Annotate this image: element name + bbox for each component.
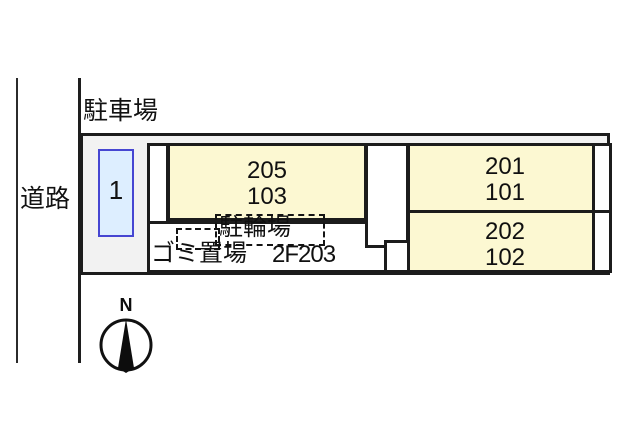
compass-needle-icon [99, 318, 153, 373]
compass-north-label: N [119, 295, 133, 315]
unit-102-label: 102 [484, 244, 526, 271]
courtyard-notch [365, 143, 409, 248]
unit-block-201-101[interactable]: 201 101 [407, 143, 603, 213]
site-boundary-line [78, 78, 81, 363]
balcony-strip-upper-right [592, 143, 612, 213]
bicycle-parking-box[interactable] [215, 214, 325, 246]
parking-lot-label: 駐車場 [83, 97, 159, 125]
unit-202-label: 202 [484, 218, 526, 245]
parking-stall-1-number: 1 [108, 175, 124, 205]
unit-block-202-102[interactable]: 202 102 [407, 210, 603, 273]
balcony-strip-lower-right [592, 210, 612, 273]
unit-205-label: 205 [246, 157, 288, 184]
unit-2f203-annotation: 2F203 [272, 241, 336, 268]
bicycle-parking-label: 駐輪場 [219, 214, 291, 241]
road-label: 道路 [20, 185, 71, 213]
road-boundary-line [16, 78, 18, 363]
garbage-area-box[interactable] [176, 228, 220, 250]
garbage-area-label: ゴミ置場 [151, 240, 247, 267]
unit-101-label: 101 [484, 179, 526, 206]
unit-103-label: 103 [246, 183, 288, 210]
parking-stall-1[interactable]: 1 [98, 149, 134, 237]
unit-201-label: 201 [484, 153, 526, 180]
compass-rose: N [96, 296, 156, 374]
courtyard-notch-lower [384, 240, 410, 273]
unit-block-205-103[interactable]: 205 103 [167, 143, 367, 221]
